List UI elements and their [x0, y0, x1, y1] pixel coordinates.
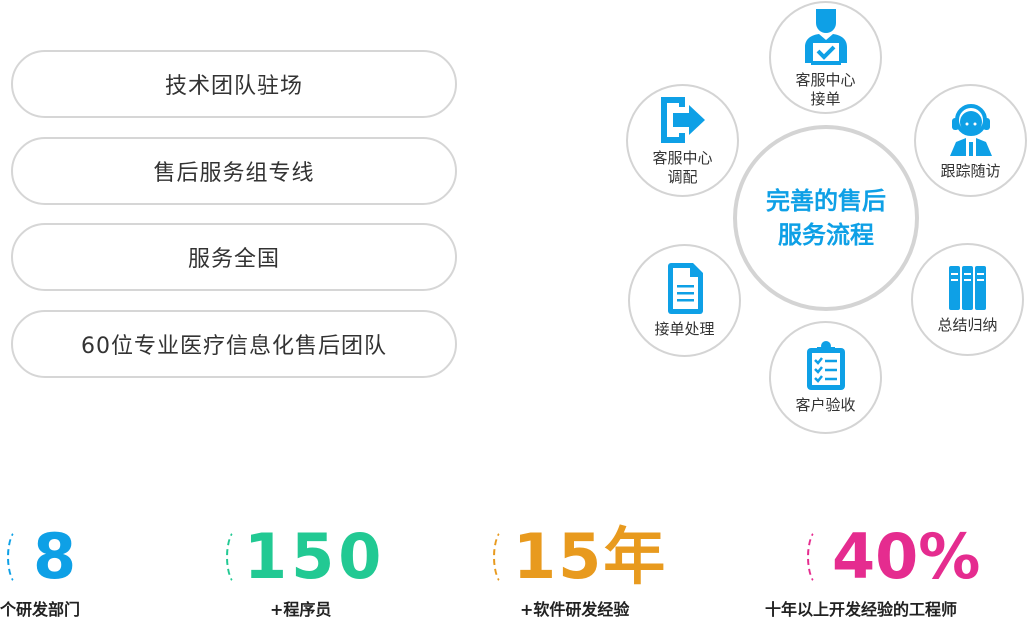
step-summary: 总结归纳: [911, 243, 1024, 356]
dashed-arc: [493, 528, 517, 586]
document-icon: [667, 263, 703, 314]
step-label: 接单: [810, 90, 841, 108]
step-label: 总结归纳: [937, 316, 998, 334]
step-label: 客服中心: [652, 148, 713, 167]
feature-pill: 服务全国: [11, 223, 457, 291]
step-order-processing: 接单处理: [628, 244, 741, 357]
binders-icon: [948, 266, 986, 310]
center-title-line: 完善的售后: [766, 187, 886, 215]
stat-value: 40%: [832, 520, 981, 593]
step-service-receive: 客服中心 接单: [769, 1, 882, 114]
step-label: 接单处理: [654, 320, 715, 338]
feature-pill: 技术团队驻场: [11, 50, 457, 118]
headset-agent-icon: [949, 104, 992, 156]
stat-value: 15年: [513, 520, 668, 593]
step-label: 客服中心: [795, 71, 856, 89]
dashed-arc: [807, 528, 831, 586]
step-customer-acceptance: 客户验收: [769, 321, 882, 434]
stat-label: +程序员: [270, 600, 332, 619]
stat-label: 个研发部门: [0, 600, 81, 619]
step-label: 跟踪随访: [940, 162, 1001, 180]
step-follow-up: 跟踪随访: [914, 84, 1027, 197]
feature-pill: 售后服务组专线: [11, 137, 457, 205]
process-center: 完善的售后 服务流程: [733, 125, 919, 311]
stat-label: +软件研发经验: [520, 600, 630, 619]
clipboard-checklist-icon: [806, 341, 845, 390]
stat-value: 8: [33, 520, 77, 593]
step-label: 客户验收: [795, 396, 856, 414]
export-arrow-icon: [660, 96, 705, 143]
dashed-arc: [226, 528, 250, 586]
step-service-dispatch: 客服中心 调配: [626, 84, 739, 197]
step-label: 调配: [667, 167, 698, 186]
feature-pill: 60位专业医疗信息化售后团队: [11, 310, 457, 378]
dashed-arc: [7, 528, 31, 586]
center-title-line: 服务流程: [778, 221, 874, 249]
stat-value: 150: [244, 520, 386, 593]
stat-label: 十年以上开发经验的工程师: [765, 600, 958, 619]
agent-check-icon: [804, 9, 847, 65]
